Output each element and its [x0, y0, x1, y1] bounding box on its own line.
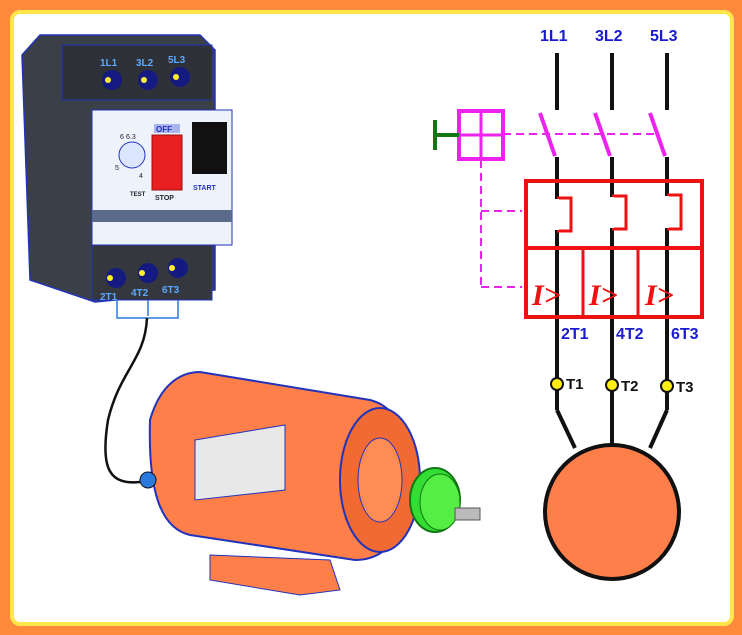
- terminal-label: 5L3: [168, 55, 186, 66]
- test-label: TEST: [130, 192, 146, 198]
- dial-label: 6.3: [126, 134, 136, 141]
- stop-label: STOP: [155, 195, 174, 202]
- electric-motor-illustration: [139, 370, 481, 596]
- motor-terminal-label: T2: [621, 378, 639, 395]
- stop-button: [151, 134, 183, 191]
- terminal-label: 3L2: [136, 58, 154, 69]
- output-label: 2T1: [561, 326, 589, 343]
- magnetic-trip-symbol: I>: [644, 279, 674, 312]
- motor-cable: [104, 317, 149, 484]
- motor-terminal-label: T3: [676, 379, 694, 396]
- magnetic-trip-symbol: I>: [588, 279, 618, 312]
- motor-terminal-dots: [550, 377, 674, 393]
- terminal-label: 6T3: [162, 285, 180, 296]
- handle-mechanism-icon: [457, 109, 505, 161]
- magnetic-trip-symbols: I> I> I>: [531, 279, 674, 312]
- magnetic-trip-symbol: I>: [531, 279, 561, 312]
- motor-terminal-label: T1: [566, 376, 584, 393]
- motor-symbol: [543, 443, 681, 581]
- dial-label: 5: [115, 165, 119, 172]
- supply-label: 5L3: [650, 28, 678, 45]
- mechanical-linkage: [480, 133, 655, 288]
- pushbutton-actuator-icon: [433, 120, 459, 150]
- dial-label: 4: [139, 173, 143, 180]
- output-label: 4T2: [616, 326, 644, 343]
- terminal-label: 1L1: [100, 58, 118, 69]
- terminal-label: 2T1: [100, 292, 118, 303]
- thermal-overload-block: [524, 179, 704, 319]
- start-button: [192, 122, 227, 174]
- off-label: OFF: [156, 125, 172, 134]
- bottom-terminal-screws: [106, 258, 188, 288]
- supply-label: 3L2: [595, 28, 623, 45]
- motor-circuit-breaker-device: OFF STOP START 6.3 6 5 4 TEST 1L1 3L2 5L…: [21, 34, 233, 319]
- schematic: 1L1 3L2 5L3: [433, 28, 704, 581]
- current-dial-icon: [118, 141, 146, 169]
- top-terminal-screws: [102, 67, 190, 90]
- start-label: START: [193, 185, 217, 192]
- terminal-label: 4T2: [131, 288, 149, 299]
- supply-label: 1L1: [540, 28, 568, 45]
- output-label: 6T3: [671, 326, 699, 343]
- dial-label: 6: [120, 134, 124, 141]
